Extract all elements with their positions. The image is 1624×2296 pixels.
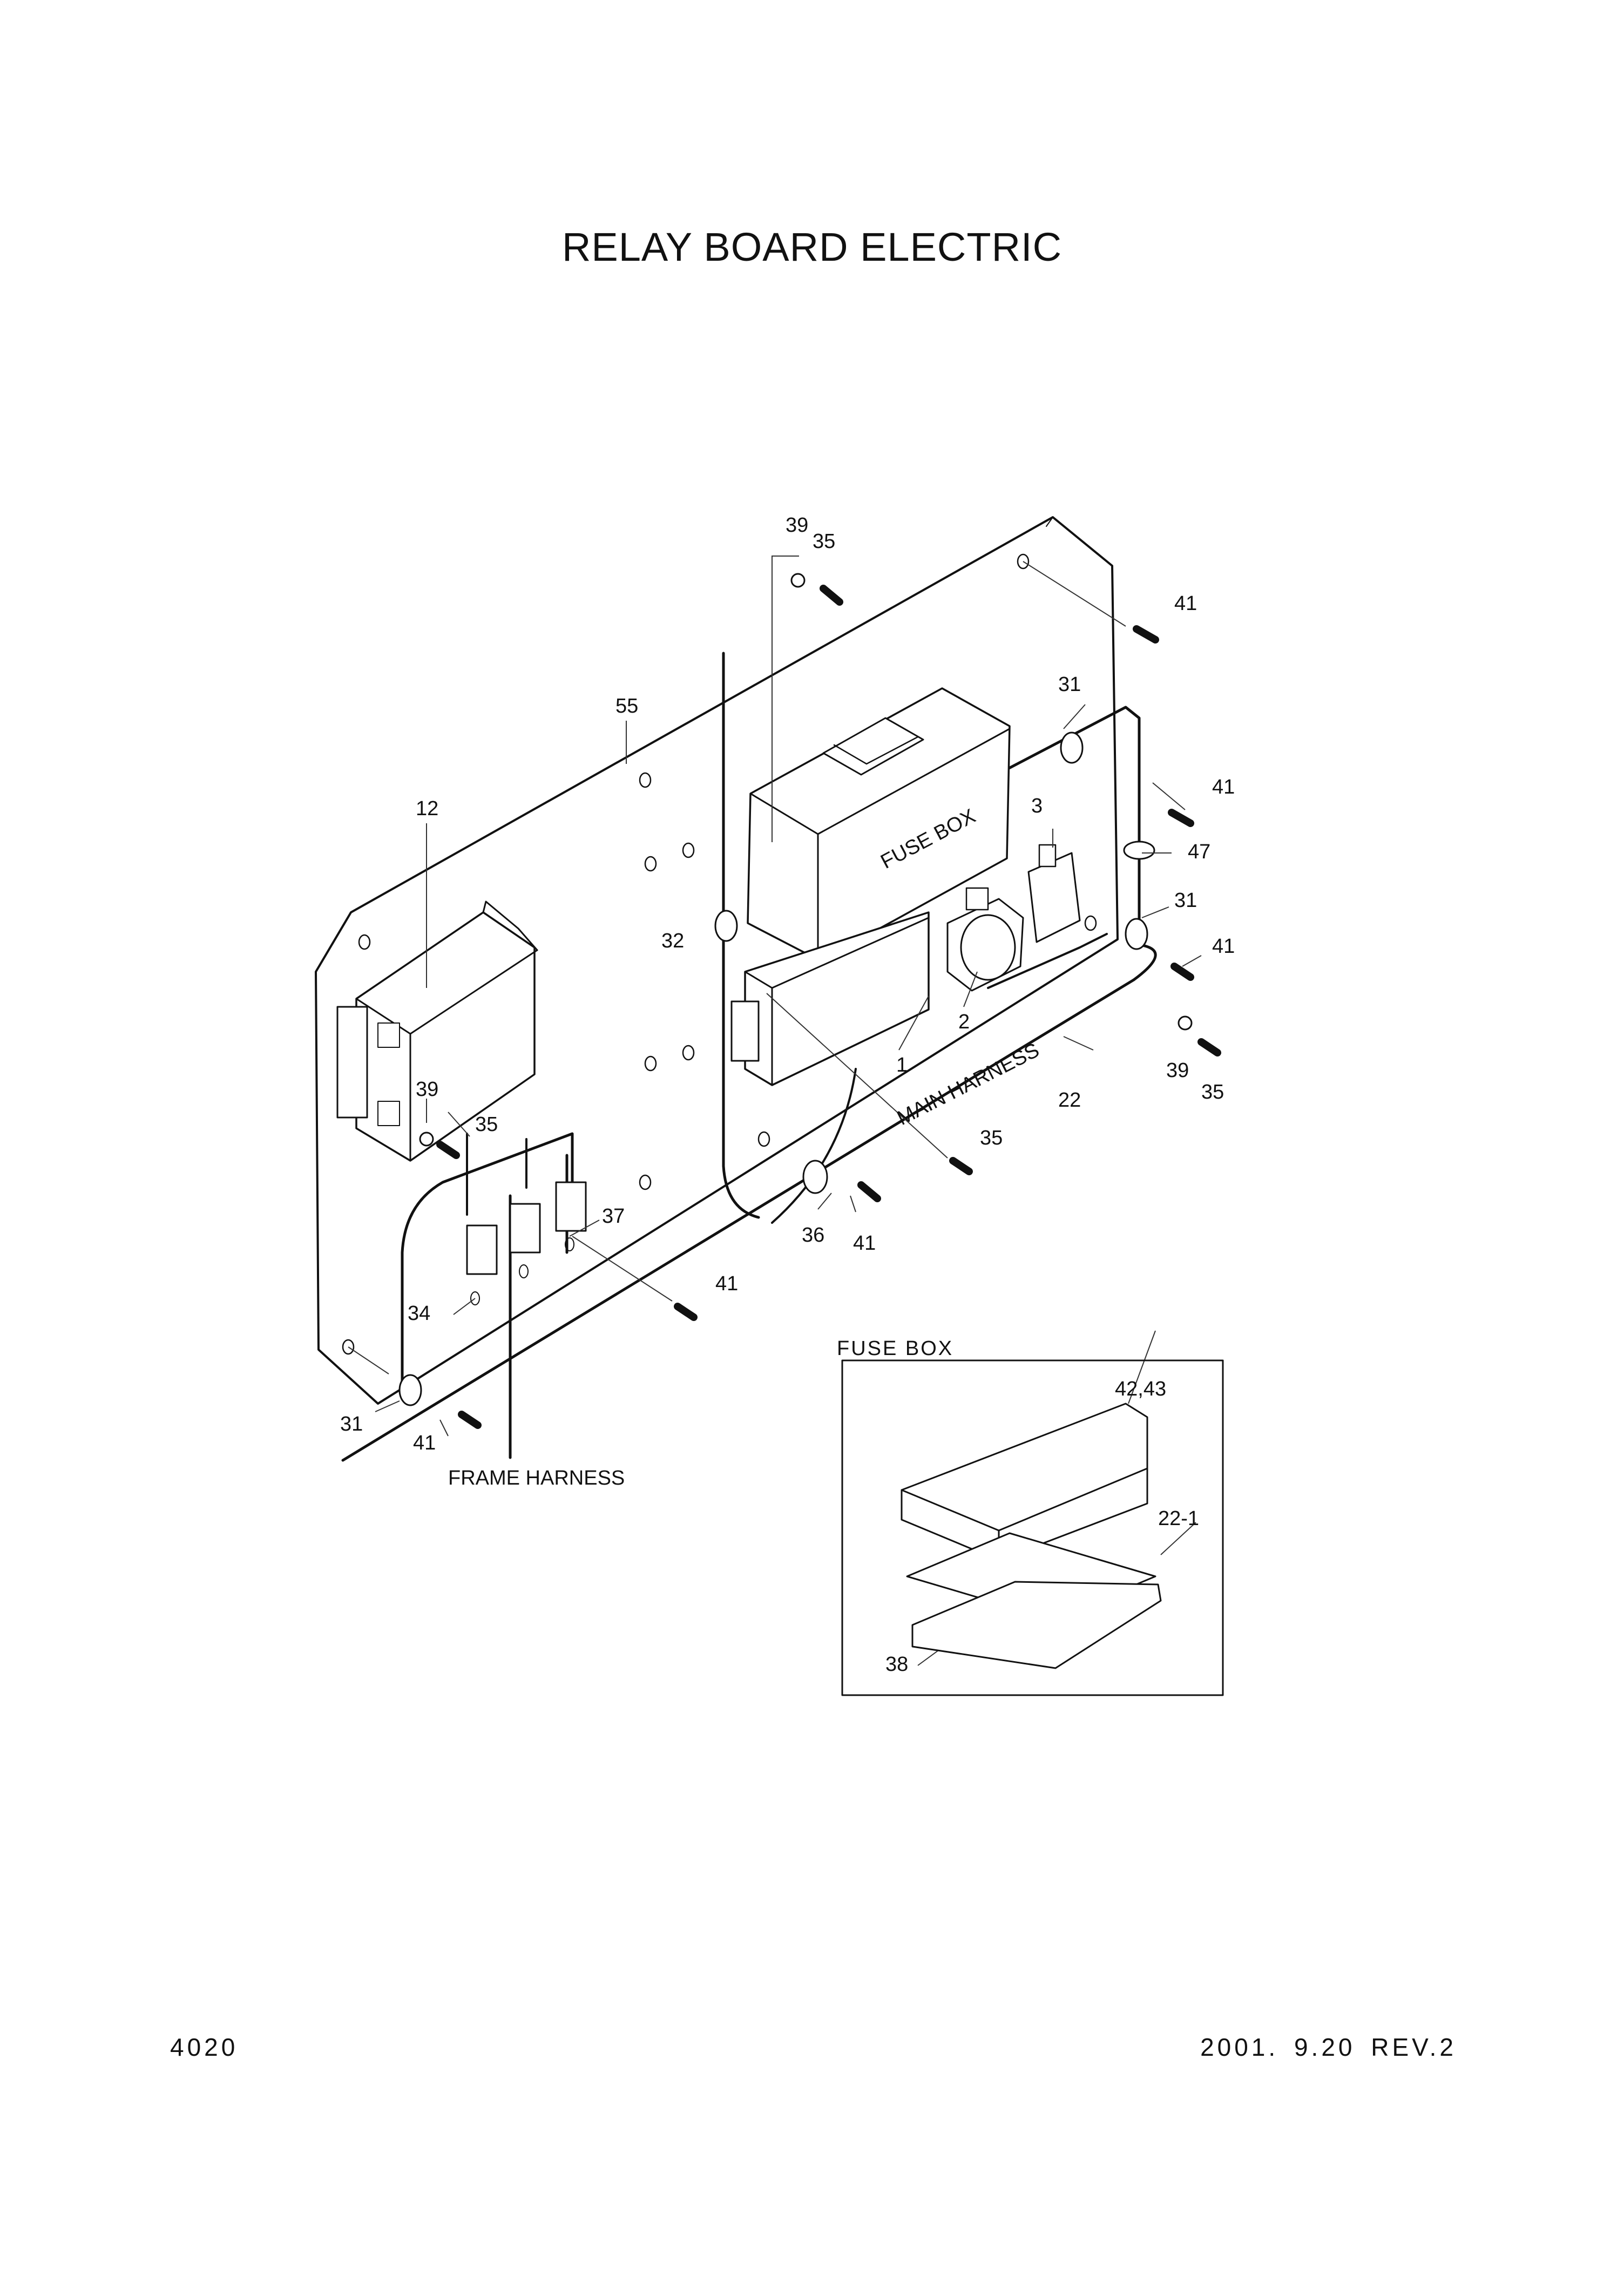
callout-34: 34 bbox=[408, 1302, 430, 1325]
callout-31: 31 bbox=[340, 1413, 363, 1435]
callout-39: 39 bbox=[416, 1078, 438, 1101]
flasher-unit-2 bbox=[946, 887, 1024, 992]
callout-35: 35 bbox=[1201, 1081, 1224, 1103]
callout-39: 39 bbox=[786, 514, 808, 537]
callout-35: 35 bbox=[980, 1127, 1003, 1149]
harness-clamps bbox=[398, 732, 1155, 1406]
callout-41: 41 bbox=[715, 1272, 738, 1295]
callout-31: 31 bbox=[1058, 673, 1081, 696]
callout-47: 47 bbox=[1188, 841, 1210, 863]
callout-2: 2 bbox=[958, 1011, 970, 1033]
inset-frame bbox=[841, 1359, 1224, 1696]
callout-22: 22 bbox=[1058, 1089, 1081, 1112]
callout-41: 41 bbox=[1212, 776, 1235, 798]
fuse-box-assembly: FUSE BOX bbox=[747, 687, 1011, 962]
inset-title: FUSE BOX bbox=[837, 1337, 953, 1360]
relay-unit-3 bbox=[1027, 844, 1081, 943]
revision-date: 2001. 9.20 REV.2 bbox=[1200, 2033, 1457, 2061]
callout-31: 31 bbox=[1174, 889, 1197, 912]
fuse-box-inset: FUSE BOX bbox=[837, 1337, 1224, 1696]
controller-unit-12 bbox=[336, 900, 538, 1162]
callout-32: 32 bbox=[661, 930, 684, 952]
callout-41: 41 bbox=[1174, 592, 1197, 615]
relay-unit-1 bbox=[730, 911, 930, 1086]
callout-35: 35 bbox=[813, 530, 835, 553]
relay-board-panel bbox=[315, 516, 1119, 1405]
callout-3: 3 bbox=[1031, 795, 1043, 817]
callout-55: 55 bbox=[615, 695, 638, 717]
callout-22-1: 22-1 bbox=[1158, 1507, 1199, 1530]
frame-harness-label: FRAME HARNESS bbox=[448, 1467, 625, 1489]
callout-12: 12 bbox=[416, 797, 438, 820]
callout-42-43: 42,43 bbox=[1115, 1378, 1166, 1400]
callout-41: 41 bbox=[413, 1432, 436, 1454]
callout-35: 35 bbox=[475, 1113, 498, 1136]
relay-group-34-37 bbox=[466, 1181, 587, 1305]
main-harness-label: MAIN HARNESS bbox=[894, 1039, 1043, 1130]
leader-lines bbox=[348, 556, 1202, 1666]
callout-1: 1 bbox=[896, 1054, 908, 1076]
callout-labels: 39 35 41 55 31 41 12 3 47 31 32 41 2 39 … bbox=[340, 514, 1235, 1676]
callout-36: 36 bbox=[802, 1224, 824, 1247]
callout-38: 38 bbox=[885, 1653, 908, 1676]
callout-39: 39 bbox=[1166, 1059, 1189, 1082]
callout-37: 37 bbox=[602, 1205, 625, 1228]
callout-41: 41 bbox=[853, 1232, 876, 1255]
page-title: RELAY BOARD ELECTRIC bbox=[561, 225, 1063, 269]
callout-41: 41 bbox=[1212, 935, 1235, 958]
page-number: 4020 bbox=[170, 2033, 239, 2061]
bolts bbox=[419, 573, 1221, 1429]
